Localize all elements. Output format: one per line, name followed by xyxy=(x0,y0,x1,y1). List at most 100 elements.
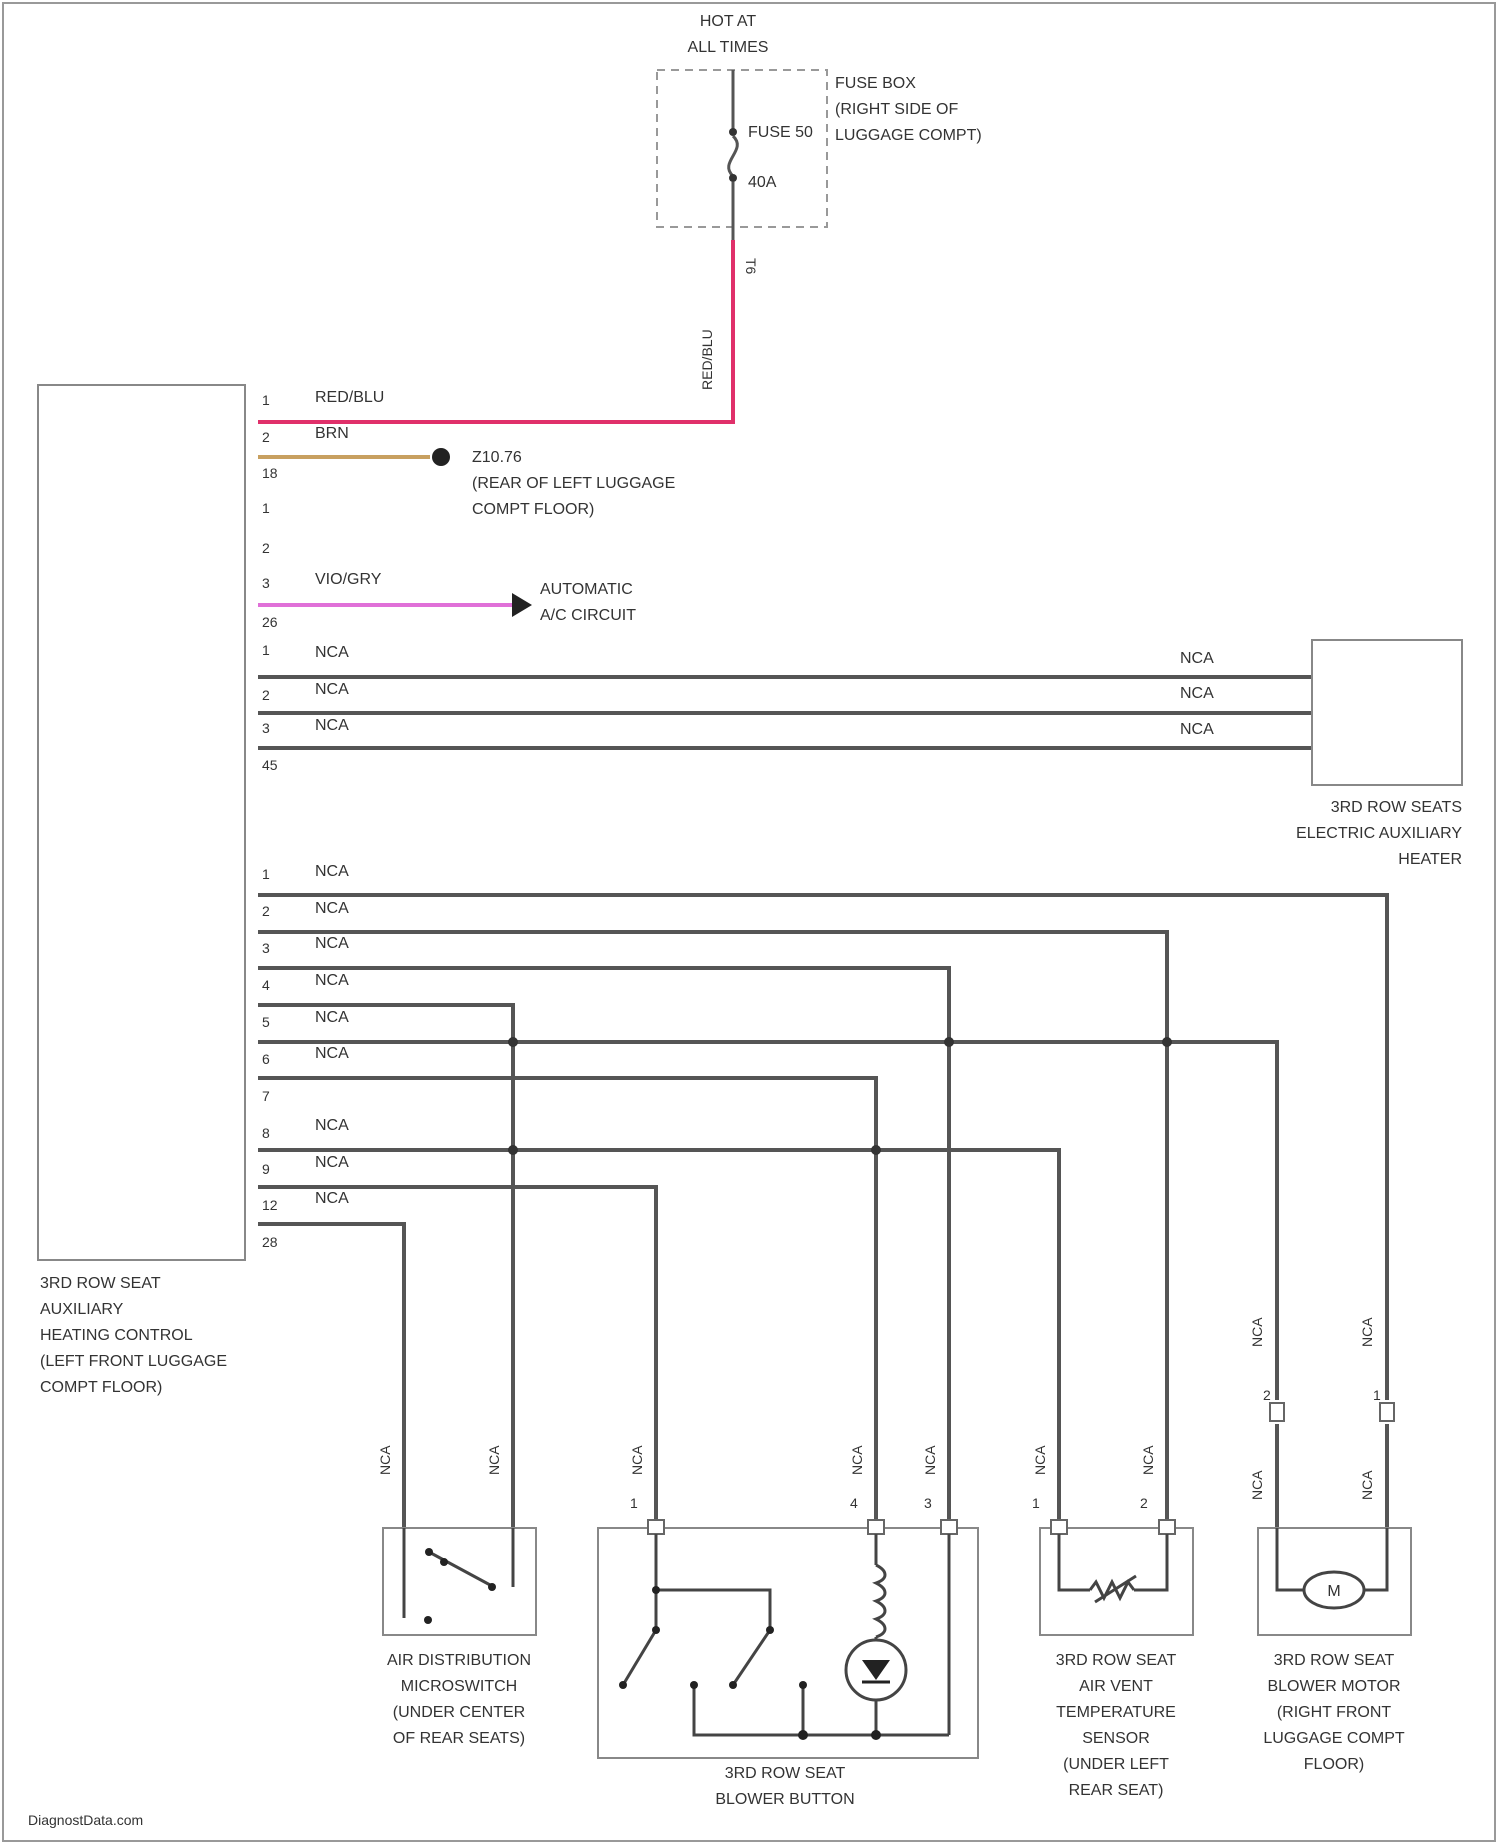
wire-to-motor-pin2 xyxy=(258,1042,1277,1400)
g4-wire-label-4: NCA xyxy=(315,972,349,989)
g1-wire-brn: BRN xyxy=(315,425,349,442)
watermark: DiagnostData.com xyxy=(28,1812,143,1828)
g1-pin-2: 2 xyxy=(262,429,270,445)
fuse-box-outline xyxy=(657,70,827,227)
fuse-box-label-1: FUSE BOX xyxy=(835,75,916,92)
sensor-wire-label-2: NCA xyxy=(1140,1445,1156,1475)
wire-to-button-pin1 xyxy=(258,1187,656,1528)
g2-pin-1: 1 xyxy=(262,500,270,516)
g4-wire-label-6: NCA xyxy=(315,1045,349,1062)
g4-pin-9: 9 xyxy=(262,1161,270,1177)
fuse-name: FUSE 50 xyxy=(748,124,813,141)
g4-pin-7: 7 xyxy=(262,1088,270,1104)
motor-pin-2: 2 xyxy=(1263,1387,1271,1403)
g3-wire-right-2: NCA xyxy=(1180,685,1214,702)
microswitch-wire-label-left: NCA xyxy=(377,1445,393,1475)
g2-pin-3: 3 xyxy=(262,575,270,591)
control-module-name-4: (LEFT FRONT LUGGAGE xyxy=(40,1353,227,1370)
control-module-name-3: HEATING CONTROL xyxy=(40,1327,193,1344)
g4-wire-label-9: NCA xyxy=(315,1190,349,1207)
junction-dots xyxy=(508,1037,1172,1155)
g3-wire-left-2: NCA xyxy=(315,681,349,698)
ac-circuit-label-1: AUTOMATIC xyxy=(540,581,633,598)
g4-pin-3: 3 xyxy=(262,940,270,956)
motor-name-2: BLOWER MOTOR xyxy=(1267,1678,1400,1695)
control-module-name-5: COMPT FLOOR) xyxy=(40,1379,162,1396)
g3-pin-2: 2 xyxy=(262,687,270,703)
switch-contact xyxy=(424,1616,432,1624)
sensor-name-1: 3RD ROW SEAT xyxy=(1056,1652,1177,1669)
control-module-box xyxy=(38,385,245,1260)
g4-wire-label-8: NCA xyxy=(315,1154,349,1171)
lower-wiring xyxy=(258,895,1387,1528)
g4-pin-6: 6 xyxy=(262,1051,270,1067)
sensor-name-3: TEMPERATURE xyxy=(1056,1704,1176,1721)
sensor-name-4: SENSOR xyxy=(1082,1730,1150,1747)
wire-to-motor-pin1 xyxy=(258,895,1387,1400)
g4-wire-label-5: NCA xyxy=(315,1009,349,1026)
sensor-pin-2: 2 xyxy=(1140,1495,1148,1511)
g2-wire-vio-gry: VIO/GRY xyxy=(315,571,382,588)
microswitch-name-2: MICROSWITCH xyxy=(401,1678,517,1695)
motor-name-5: FLOOR) xyxy=(1304,1756,1364,1773)
ac-circuit-label-2: A/C CIRCUIT xyxy=(540,607,636,624)
button-pin-1: 1 xyxy=(630,1495,638,1511)
ground-label-3: COMPT FLOOR) xyxy=(472,501,594,518)
microswitch-name-4: OF REAR SEATS) xyxy=(393,1730,525,1747)
motor-connector-1 xyxy=(1380,1403,1394,1421)
g3-wire-right-3: NCA xyxy=(1180,721,1214,738)
sensor-name-6: REAR SEAT) xyxy=(1069,1782,1164,1799)
ground-point-icon xyxy=(432,448,450,466)
microswitch-name-1: AIR DISTRIBUTION xyxy=(387,1652,531,1669)
hot-label-2: ALL TIMES xyxy=(688,39,769,56)
sensor-name-5: (UNDER LEFT xyxy=(1063,1756,1169,1773)
heater-name-1: 3RD ROW SEATS xyxy=(1331,799,1462,816)
microswitch-wire-label-right: NCA xyxy=(486,1445,502,1475)
wire-to-microswitch-left xyxy=(258,1224,404,1528)
button-pin-connector-1 xyxy=(648,1520,664,1534)
g4-pin-4: 4 xyxy=(262,977,270,993)
switch-contact xyxy=(488,1583,496,1591)
fuse-symbol xyxy=(729,136,738,176)
g4-pin-2: 2 xyxy=(262,903,270,919)
sensor-pin-connector-2 xyxy=(1159,1520,1175,1534)
g2-pin-26: 26 xyxy=(262,614,278,630)
red-blu-vertical-label: RED/BLU xyxy=(699,329,715,390)
g4-wire-label-3: NCA xyxy=(315,935,349,952)
g4-pin-12: 12 xyxy=(262,1197,278,1213)
motor-lower-wire-label-1: NCA xyxy=(1359,1470,1375,1500)
g1-pin-1: 1 xyxy=(262,392,270,408)
g3-pin-3: 3 xyxy=(262,720,270,736)
ground-label-1: Z10.76 xyxy=(472,449,522,466)
g1-wire-red-blu: RED/BLU xyxy=(315,389,384,406)
control-module-name-2: AUXILIARY xyxy=(40,1301,124,1318)
blower-button-name-2: BLOWER BUTTON xyxy=(715,1791,854,1808)
fuse-contact-bottom xyxy=(729,174,737,182)
g4-wire-label-1: NCA xyxy=(315,863,349,880)
sensor-pin-1: 1 xyxy=(1032,1495,1040,1511)
g3-wire-left-1: NCA xyxy=(315,644,349,661)
g4-pin-8: 8 xyxy=(262,1125,270,1141)
sensor-name-2: AIR VENT xyxy=(1079,1678,1153,1695)
g4-wire-label-7: NCA xyxy=(315,1117,349,1134)
temp-sensor-box xyxy=(1040,1528,1193,1635)
ground-label-2: (REAR OF LEFT LUGGAGE xyxy=(472,475,675,492)
g4-pin-28: 28 xyxy=(262,1234,278,1250)
button-wire-label-4: NCA xyxy=(849,1445,865,1475)
g2-pin-2: 2 xyxy=(262,540,270,556)
motor-pin-1: 1 xyxy=(1373,1387,1381,1403)
g4-pin-1: 1 xyxy=(262,866,270,882)
button-pin-4: 4 xyxy=(850,1495,858,1511)
switch-contact xyxy=(425,1548,433,1556)
control-module-name-1: 3RD ROW SEAT xyxy=(40,1275,161,1292)
g3-pin-45: 45 xyxy=(262,757,278,773)
g3-wire-left-3: NCA xyxy=(315,717,349,734)
junction-dot xyxy=(944,1037,954,1047)
microswitch-name-3: (UNDER CENTER xyxy=(393,1704,525,1721)
fuse-box-label-3: LUGGAGE COMPT) xyxy=(835,127,982,144)
junction-dot xyxy=(508,1037,518,1047)
button-pin-connector-3 xyxy=(941,1520,957,1534)
sensor-wire-label-1: NCA xyxy=(1032,1445,1048,1475)
junction-dot xyxy=(1162,1037,1172,1047)
